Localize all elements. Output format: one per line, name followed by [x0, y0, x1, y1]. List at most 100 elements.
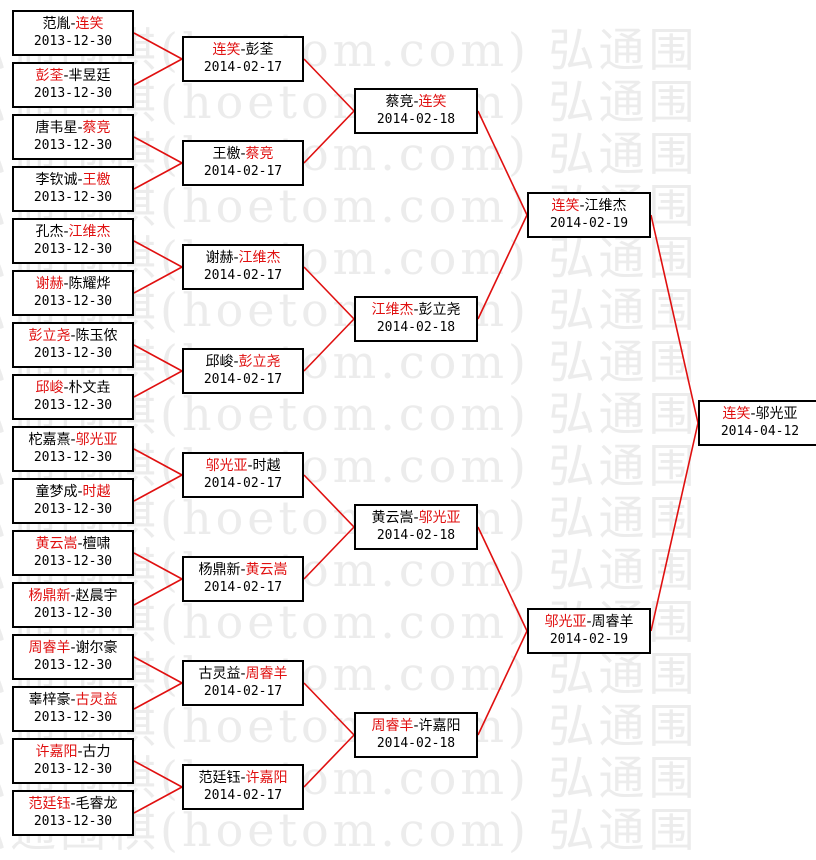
- match-date: 2013-12-30: [33, 658, 113, 673]
- bracket-connector-line: [133, 760, 183, 788]
- match-players: 邬光亚-周睿羊: [529, 614, 649, 631]
- match-players: 蔡竞-连笑: [356, 94, 476, 111]
- bracket-connector-line: [133, 344, 183, 372]
- separator: -: [63, 276, 69, 292]
- player-name: 江维杰: [238, 250, 281, 266]
- player-name: 周睿羊: [371, 718, 414, 734]
- player-name: 芈昱廷: [68, 68, 111, 84]
- match-players: 范胤-连笑: [14, 16, 132, 33]
- player-name: 谢赫: [205, 250, 234, 266]
- player-name: 谢赫: [35, 276, 64, 292]
- bracket-connector-line: [650, 214, 699, 424]
- match-date: 2014-02-17: [203, 268, 283, 283]
- match-players: 范廷钰-毛睿龙: [14, 796, 132, 813]
- player-name: 童梦成: [35, 484, 78, 500]
- separator: -: [413, 510, 419, 526]
- player-name: 杨鼎新: [28, 588, 71, 604]
- separator: -: [77, 744, 83, 760]
- bracket-connector-line: [303, 110, 355, 164]
- separator: -: [63, 224, 69, 240]
- separator: -: [233, 354, 239, 370]
- match-date: 2013-12-30: [33, 34, 113, 49]
- separator: -: [70, 328, 76, 344]
- player-name: 邬光亚: [205, 458, 248, 474]
- match-players: 孔杰-江维杰: [14, 224, 132, 241]
- match-date: 2014-02-17: [203, 372, 283, 387]
- player-name: 王檄: [82, 172, 111, 188]
- bracket-connector-line: [303, 734, 355, 788]
- separator: -: [70, 692, 76, 708]
- match-players: 邱峻-朴文垚: [14, 380, 132, 397]
- player-name: 时越: [82, 484, 111, 500]
- match-date: 2013-12-30: [33, 502, 113, 517]
- match-players: 黄云嵩-邬光亚: [356, 510, 476, 527]
- bracket-connector-line: [133, 58, 183, 86]
- match-date: 2013-12-30: [33, 762, 113, 777]
- player-name: 辜梓豪: [28, 692, 71, 708]
- bracket-connector-line: [303, 474, 355, 528]
- player-name: 邬光亚: [418, 510, 461, 526]
- match-players: 辜梓豪-古灵益: [14, 692, 132, 709]
- player-name: 范廷钰: [28, 796, 71, 812]
- match-players: 江维杰-彭立尧: [356, 302, 476, 319]
- player-name: 古灵益: [198, 666, 241, 682]
- match-players: 邬光亚-时越: [184, 458, 302, 475]
- bracket-connector-line: [133, 162, 183, 190]
- match-date: 2014-02-17: [203, 684, 283, 699]
- match-date: 2014-02-17: [203, 164, 283, 179]
- match-players: 范廷钰-许嘉阳: [184, 770, 302, 787]
- separator: -: [77, 172, 83, 188]
- player-name: 邬光亚: [75, 432, 118, 448]
- match-players: 杨鼎新-黄云嵩: [184, 562, 302, 579]
- player-name: 江维杰: [68, 224, 111, 240]
- separator: -: [413, 94, 419, 110]
- separator: -: [70, 16, 76, 32]
- match-players: 连笑-江维杰: [529, 198, 649, 215]
- bracket-connector-line: [133, 552, 183, 580]
- match-date: 2013-12-30: [33, 242, 113, 257]
- match-date: 2013-12-30: [33, 606, 113, 621]
- player-name: 黄云嵩: [245, 562, 288, 578]
- separator: -: [579, 198, 585, 214]
- separator: -: [240, 42, 246, 58]
- match-date: 2013-12-30: [33, 450, 113, 465]
- separator: -: [70, 796, 76, 812]
- match-date: 2014-02-19: [549, 632, 629, 647]
- separator: -: [240, 770, 246, 786]
- player-name: 邬光亚: [755, 406, 798, 422]
- match-players: 连笑-彭荃: [184, 42, 302, 59]
- bracket-connector-line: [133, 136, 183, 164]
- match-date: 2013-12-30: [33, 398, 113, 413]
- separator: -: [70, 432, 76, 448]
- match-date: 2013-12-30: [33, 190, 113, 205]
- separator: -: [413, 718, 419, 734]
- match-players: 邱峻-彭立尧: [184, 354, 302, 371]
- match-players: 谢赫-陈耀烨: [14, 276, 132, 293]
- separator: -: [247, 458, 253, 474]
- separator: -: [77, 120, 83, 136]
- player-name: 蔡竞: [82, 120, 111, 136]
- match-players: 古灵益-周睿羊: [184, 666, 302, 683]
- bracket-connector-line: [303, 682, 355, 736]
- player-name: 彭荃: [35, 68, 64, 84]
- player-name: 邱峻: [35, 380, 64, 396]
- match-players: 许嘉阳-古力: [14, 744, 132, 761]
- bracket-connector-line: [133, 32, 183, 60]
- bracket-connector-line: [133, 682, 183, 710]
